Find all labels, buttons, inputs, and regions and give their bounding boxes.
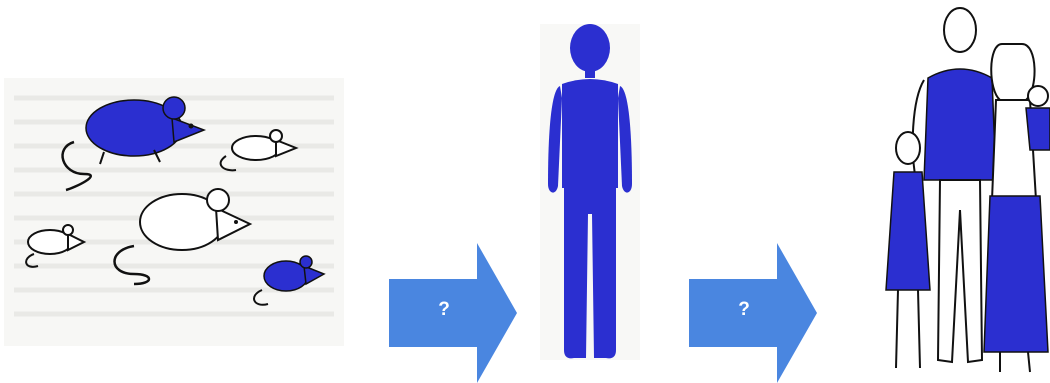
arrow-2-label: ? [729, 299, 759, 321]
girl-figure [886, 132, 930, 368]
family-group-icon [880, 0, 1050, 382]
white-mouse-large [115, 189, 251, 284]
mice-panel [4, 78, 344, 346]
human-panel [540, 24, 640, 360]
father-figure [913, 8, 996, 362]
arrow-1-label: ? [429, 299, 459, 321]
baby-figure [1026, 86, 1050, 150]
family-panel [880, 0, 1050, 382]
white-mouse-small-left [26, 225, 84, 267]
mice-group-icon [4, 78, 344, 346]
arrow-2: ? [689, 243, 817, 383]
arrow-1: ? [389, 243, 517, 383]
white-mouse-small-top [221, 130, 296, 170]
person-silhouette-icon [540, 24, 640, 360]
blue-mouse-small [254, 256, 324, 305]
